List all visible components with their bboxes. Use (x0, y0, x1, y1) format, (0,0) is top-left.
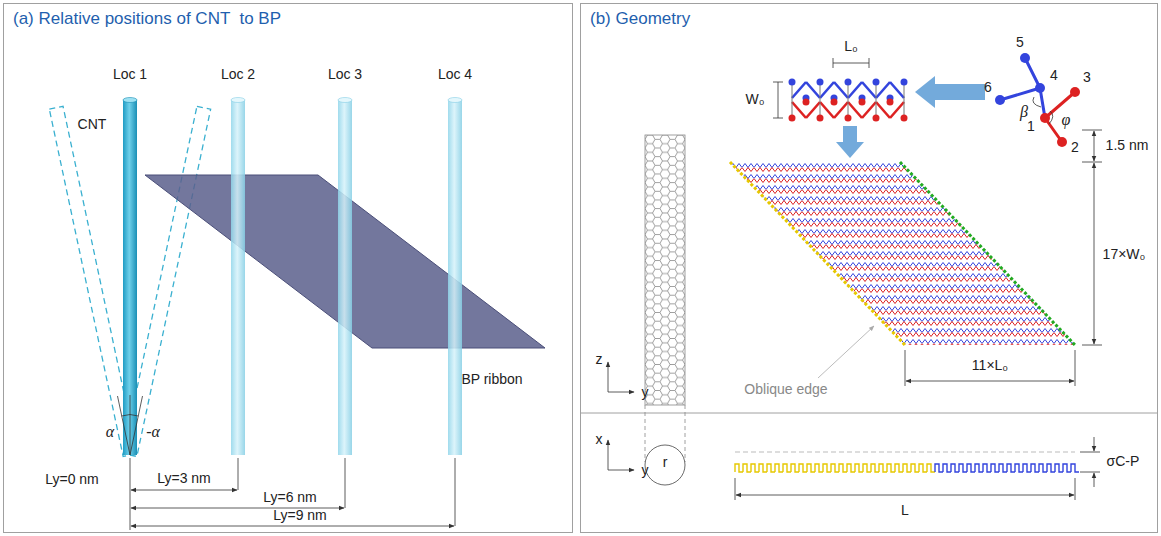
dimension: 1.5 nm (1106, 138, 1149, 153)
atom-number: 2 (1071, 140, 1079, 155)
axis-label: x (596, 432, 603, 447)
part-name: BP ribbon (461, 372, 522, 387)
angle-label: -α (146, 423, 160, 441)
dimension: W₀ (745, 92, 764, 107)
panel-box: (b) Geometry (580, 3, 1158, 533)
axis-label: y (642, 385, 649, 400)
atom-number: 3 (1083, 70, 1091, 85)
location-label: Loc 1 (113, 67, 147, 82)
angle-label: φ (1062, 111, 1071, 129)
atom-number: 5 (1016, 35, 1024, 50)
atom-number: 6 (984, 80, 992, 95)
dimension: 11×L₀ (972, 358, 1008, 373)
dimension: σC-P (1107, 454, 1140, 469)
dimension: 17×W₀ (1103, 247, 1146, 262)
callout-label: Oblique edge (744, 382, 827, 397)
axis-label: y (642, 463, 649, 478)
location-label: Loc 2 (221, 67, 255, 82)
dimension: r (663, 455, 668, 470)
angle-label: α (106, 423, 114, 441)
atom-number: 1 (1027, 119, 1035, 134)
angle-label: β (1020, 103, 1028, 121)
panel-box: (a) Relative positions of CNT to BP (3, 3, 573, 533)
dimension: Ly=6 nm (263, 490, 317, 505)
dimension: Ly=0 nm (45, 472, 99, 487)
part-name: CNT (78, 117, 107, 132)
dimension: Ly=3 nm (157, 471, 211, 486)
dimension: Ly=9 nm (273, 508, 327, 523)
location-label: Loc 3 (328, 67, 362, 82)
panel-title: (a) Relative positions of CNT to BP (4, 4, 290, 34)
atom-number: 4 (1050, 68, 1058, 83)
dimension: L (901, 503, 909, 518)
location-label: Loc 4 (438, 67, 472, 82)
panel-title: (b) Geometry (581, 4, 699, 34)
axis-label: z (596, 352, 603, 367)
dimension: L₀ (844, 39, 858, 54)
